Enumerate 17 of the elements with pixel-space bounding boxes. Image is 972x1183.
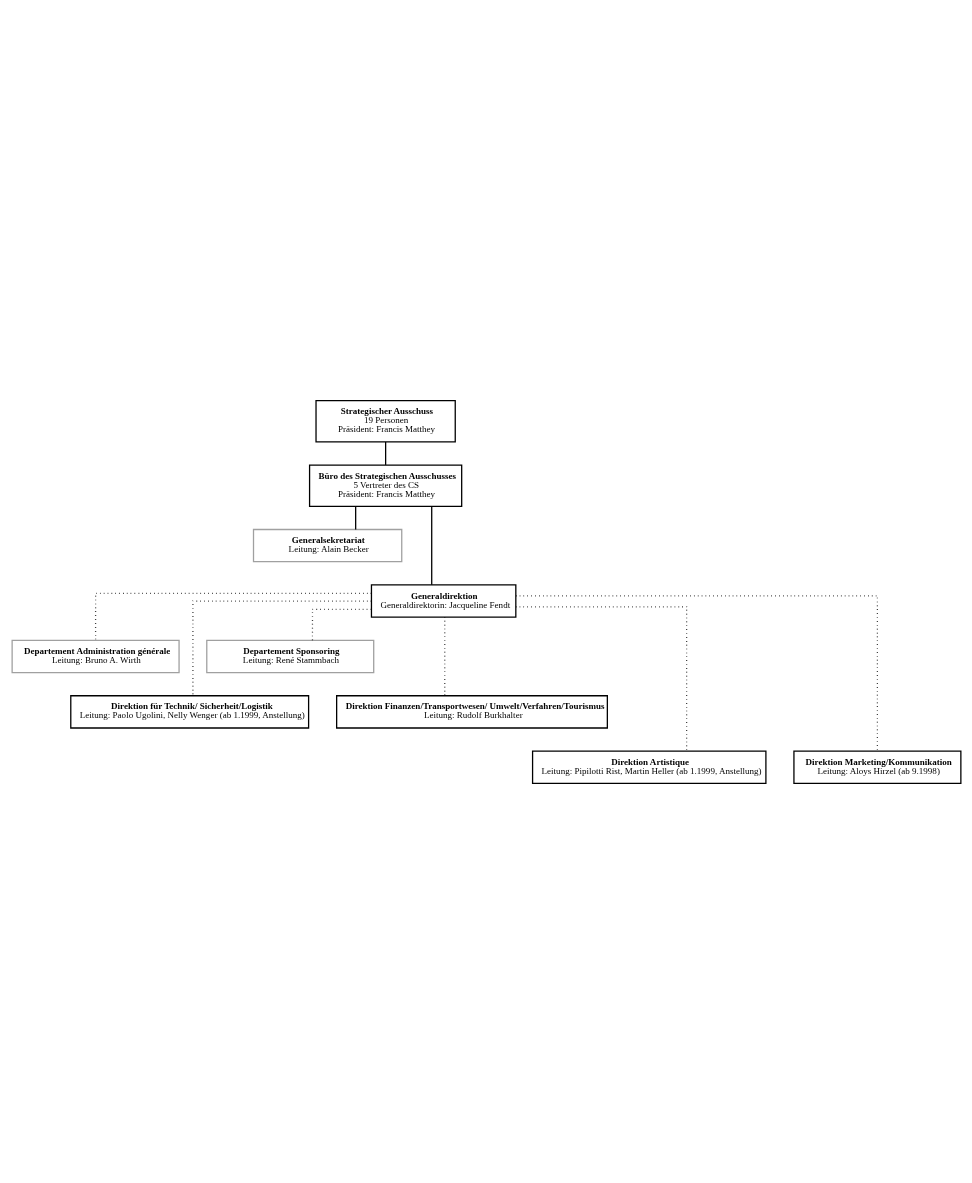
node-box: Direktion Artistique Leitung: Pipilotti Rist, Martin Heller (ab 1.1999, Anstellung)	[531, 750, 767, 784]
connector	[191, 599, 372, 696]
node-box: Strategischer Ausschuss 19 Personen Präsident: Francis Matthey	[314, 399, 456, 442]
node-box: Generalsekretariat Leitung: Alain Becker	[252, 528, 402, 562]
connector	[354, 505, 356, 530]
node-box: Departement Administration générale Leitung: Bruno A. Wirth	[11, 639, 180, 673]
connector	[514, 605, 687, 752]
node-box: Departement Sponsoring Leitung: René Stammbach	[205, 639, 374, 673]
node-box: Direktion Finanzen/Transportwesen/ Umwelt/Verfahren/Tourismus Leitung: Rudolf Burkhalter	[335, 694, 608, 729]
connector	[443, 616, 445, 696]
connector	[514, 594, 878, 752]
node-box: Büro des Strategischen Ausschusses 5 Vertreter des CS Präsident: Francis Matthey	[308, 463, 462, 507]
connector	[430, 505, 432, 585]
node-box: Direktion für Technik/ Sicherheit/Logistik Leitung: Paolo Ugolini, Nelly Wenger (ab 1.1999, Anstellung)	[69, 694, 309, 729]
connector	[384, 440, 386, 466]
node-box: Generaldirektion Generaldirektorin: Jacqueline Fendt	[370, 583, 516, 618]
node-box: Direktion Marketing/Kommunikation Leitung: Aloys Hirzel (ab 9.1998)	[792, 750, 961, 784]
